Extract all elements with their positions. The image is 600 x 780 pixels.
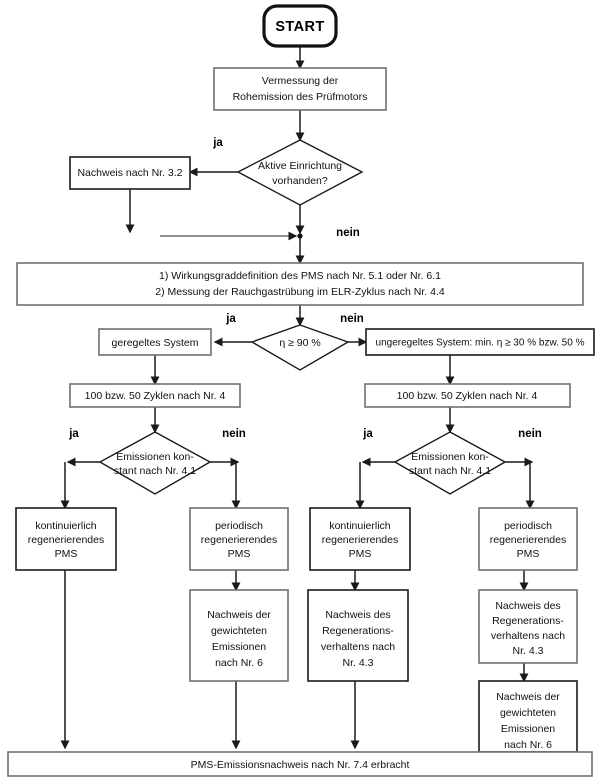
zyklen-right-label: 100 bzw. 50 Zyklen nach Nr. 4 xyxy=(397,390,538,402)
node-zyklen-right[interactable]: 100 bzw. 50 Zyklen nach Nr. 4 xyxy=(364,383,571,408)
node-regenerationsverhalten-1[interactable]: Nachweis des Regenerations- verhaltens n… xyxy=(307,589,409,682)
node-start[interactable]: START xyxy=(262,4,338,48)
regeneration-2-line4: Nr. 4.3 xyxy=(513,645,544,657)
geregeltes-system-label: geregeltes System xyxy=(112,337,199,349)
periodisch-2-line2: regenerierendes xyxy=(490,534,566,546)
vermessung-line2: Rohemission des Prüfmotors xyxy=(233,91,368,103)
periodisch-1-line2: regenerierendes xyxy=(201,534,277,546)
branch-label-ja-emissionen-left: ja xyxy=(68,428,79,440)
periodisch-1-line3: PMS xyxy=(228,548,251,560)
regeneration-2-line1: Nachweis des xyxy=(495,600,560,612)
node-gewichtete-emissionen-2[interactable]: Nachweis der gewichteten Emissionen nach… xyxy=(478,680,578,753)
node-nachweis-32[interactable]: Nachweis nach Nr. 3.2 xyxy=(69,156,191,190)
node-geregeltes-system[interactable]: geregeltes System xyxy=(98,328,212,356)
kontinuierlich-1-line3: PMS xyxy=(55,548,78,560)
gewichtete-1-line4: nach Nr. 6 xyxy=(215,657,263,669)
node-periodisch-pms-1[interactable]: periodisch regenerierendes PMS xyxy=(189,507,289,571)
gewichtete-1-line1: Nachweis der xyxy=(207,609,271,621)
gewichtete-2-line2: gewichteten xyxy=(500,707,556,719)
node-decision-eta[interactable]: η ≥ 90 % xyxy=(250,324,350,371)
kontinuierlich-2-line3: PMS xyxy=(349,548,372,560)
node-wirkungsgrad-process[interactable]: 1) Wirkungsgraddefinition des PMS nach N… xyxy=(16,262,584,306)
emissionen-left-line2: stant nach Nr. 4.1 xyxy=(114,465,196,477)
node-gewichtete-emissionen-1[interactable]: Nachweis der gewichteten Emissionen nach… xyxy=(189,589,289,682)
node-vermessung[interactable]: Vermessung der Rohemission des Prüfmotor… xyxy=(213,67,387,111)
gewichtete-2-line3: Emissionen xyxy=(501,723,555,735)
node-decision-aktive-einrichtung[interactable]: Aktive Einrichtung vorhanden? xyxy=(236,139,364,206)
branch-label-nein-decision1: nein xyxy=(336,227,360,239)
node-kontinuierlich-pms-2[interactable]: kontinuierlich regenerierendes PMS xyxy=(309,507,411,571)
kontinuierlich-2-line2: regenerierendes xyxy=(322,534,398,546)
wirkungsgrad-line1: 1) Wirkungsgraddefinition des PMS nach N… xyxy=(159,270,441,282)
node-zyklen-left[interactable]: 100 bzw. 50 Zyklen nach Nr. 4 xyxy=(69,383,241,408)
nachweis-32-label: Nachweis nach Nr. 3.2 xyxy=(77,167,182,179)
end-bar-label: PMS-Emissionsnachweis nach Nr. 7.4 erbra… xyxy=(191,759,410,771)
zyklen-left-label: 100 bzw. 50 Zyklen nach Nr. 4 xyxy=(85,390,226,402)
start-label: START xyxy=(275,19,324,35)
emissionen-left-line1: Emissionen kon- xyxy=(116,451,194,463)
branch-label-ja-emissionen-right: ja xyxy=(362,428,373,440)
regeneration-1-line2: Regenerations- xyxy=(322,625,394,637)
emissionen-right-line1: Emissionen kon- xyxy=(411,451,489,463)
aktive-einrichtung-line2: vorhanden? xyxy=(272,175,328,187)
periodisch-1-line1: periodisch xyxy=(215,520,263,532)
ungeregeltes-system-label: ungeregeltes System: min. η ≥ 30 % bzw. … xyxy=(376,338,585,349)
regeneration-2-line3: verhaltens nach xyxy=(491,630,565,642)
periodisch-2-line1: periodisch xyxy=(504,520,552,532)
periodisch-2-line3: PMS xyxy=(517,548,540,560)
node-periodisch-pms-2[interactable]: periodisch regenerierendes PMS xyxy=(478,507,578,571)
aktive-einrichtung-line1: Aktive Einrichtung xyxy=(258,160,342,172)
regeneration-1-line4: Nr. 4.3 xyxy=(343,657,374,669)
vermessung-line1: Vermessung der xyxy=(262,75,339,87)
regeneration-1-line1: Nachweis des xyxy=(325,609,390,621)
kontinuierlich-1-line1: kontinuierlich xyxy=(35,520,96,532)
regeneration-2-line2: Regenerations- xyxy=(492,615,564,627)
node-decision-emissionen-right[interactable]: Emissionen kon- stant nach Nr. 4.1 xyxy=(393,431,507,495)
branch-label-nein-eta: nein xyxy=(340,313,364,325)
kontinuierlich-1-line2: regenerierendes xyxy=(28,534,104,546)
wirkungsgrad-line2: 2) Messung der Rauchgastrübung im ELR-Zy… xyxy=(155,286,445,298)
regeneration-1-line3: verhaltens nach xyxy=(321,641,395,653)
emissionen-right-line2: stant nach Nr. 4.1 xyxy=(409,465,491,477)
gewichtete-2-line4: nach Nr. 6 xyxy=(504,739,552,751)
branch-label-nein-emissionen-right: nein xyxy=(518,428,542,440)
node-end-bar[interactable]: PMS-Emissionsnachweis nach Nr. 7.4 erbra… xyxy=(7,751,593,777)
node-decision-emissionen-left[interactable]: Emissionen kon- stant nach Nr. 4.1 xyxy=(98,431,212,495)
gewichtete-1-line2: gewichteten xyxy=(211,625,267,637)
connector-layer xyxy=(60,46,535,754)
eta-test-label: η ≥ 90 % xyxy=(279,337,320,349)
branch-label-ja-eta: ja xyxy=(225,313,236,325)
kontinuierlich-2-line1: kontinuierlich xyxy=(329,520,390,532)
branch-label-ja-decision1: ja xyxy=(212,137,223,149)
node-ungeregeltes-system[interactable]: ungeregeltes System: min. η ≥ 30 % bzw. … xyxy=(365,328,595,356)
node-kontinuierlich-pms-1[interactable]: kontinuierlich regenerierendes PMS xyxy=(15,507,117,571)
gewichtete-1-line3: Emissionen xyxy=(212,641,266,653)
node-regenerationsverhalten-2[interactable]: Nachweis des Regenerations- verhaltens n… xyxy=(478,589,578,664)
gewichtete-2-line1: Nachweis der xyxy=(496,691,560,703)
branch-label-nein-emissionen-left: nein xyxy=(222,428,246,440)
